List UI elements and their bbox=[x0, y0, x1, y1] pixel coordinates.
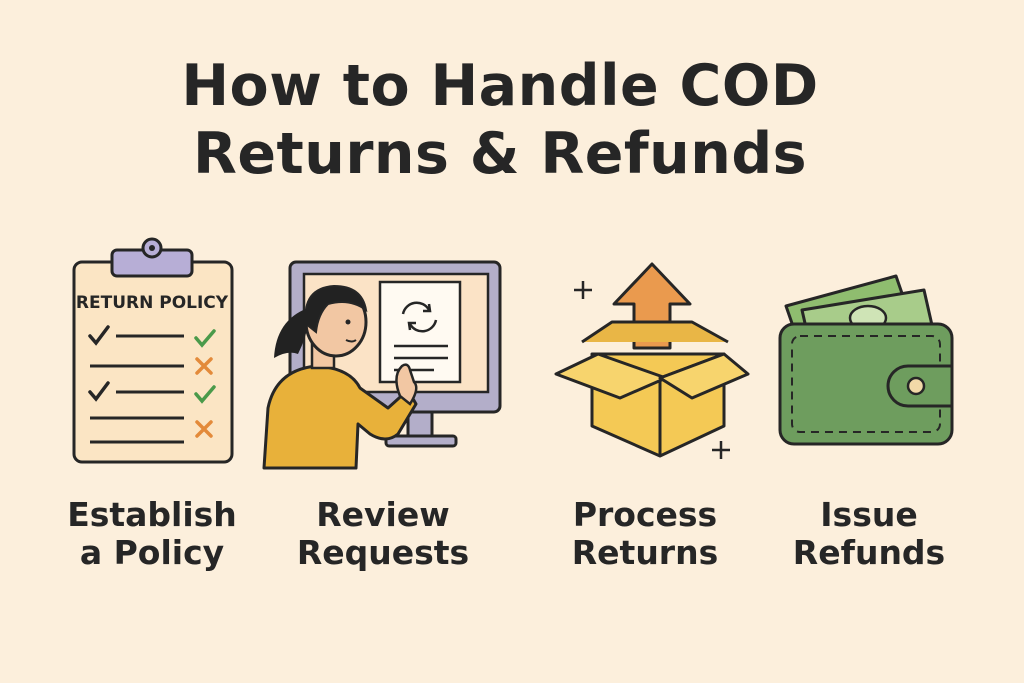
step-label-establish-policy: Establish a Policy bbox=[37, 496, 267, 572]
step-label-review-requests: Review Requests bbox=[268, 496, 498, 572]
step-label-process-returns: Process Returns bbox=[530, 496, 760, 572]
title-line-2: Returns & Refunds bbox=[192, 121, 808, 187]
label-line: Returns bbox=[571, 533, 719, 572]
title-line-1: How to Handle COD bbox=[181, 53, 819, 119]
person-at-monitor-icon bbox=[262, 260, 502, 470]
wallet-cash-icon bbox=[778, 274, 954, 446]
page-title: How to Handle COD Returns & Refunds bbox=[0, 52, 1000, 188]
label-line: a Policy bbox=[79, 533, 225, 572]
step-label-issue-refunds: Issue Refunds bbox=[754, 496, 984, 572]
clipboard-checklist-icon: RETURN POLICY bbox=[72, 237, 234, 464]
label-line: Refunds bbox=[792, 533, 946, 572]
open-box-up-arrow-icon bbox=[554, 262, 750, 459]
label-line: Review bbox=[316, 495, 450, 534]
label-line: Issue bbox=[820, 495, 918, 534]
label-line: Establish bbox=[67, 495, 237, 534]
clipboard-title: RETURN POLICY bbox=[76, 293, 229, 313]
label-line: Requests bbox=[296, 533, 470, 572]
label-line: Process bbox=[572, 495, 718, 534]
